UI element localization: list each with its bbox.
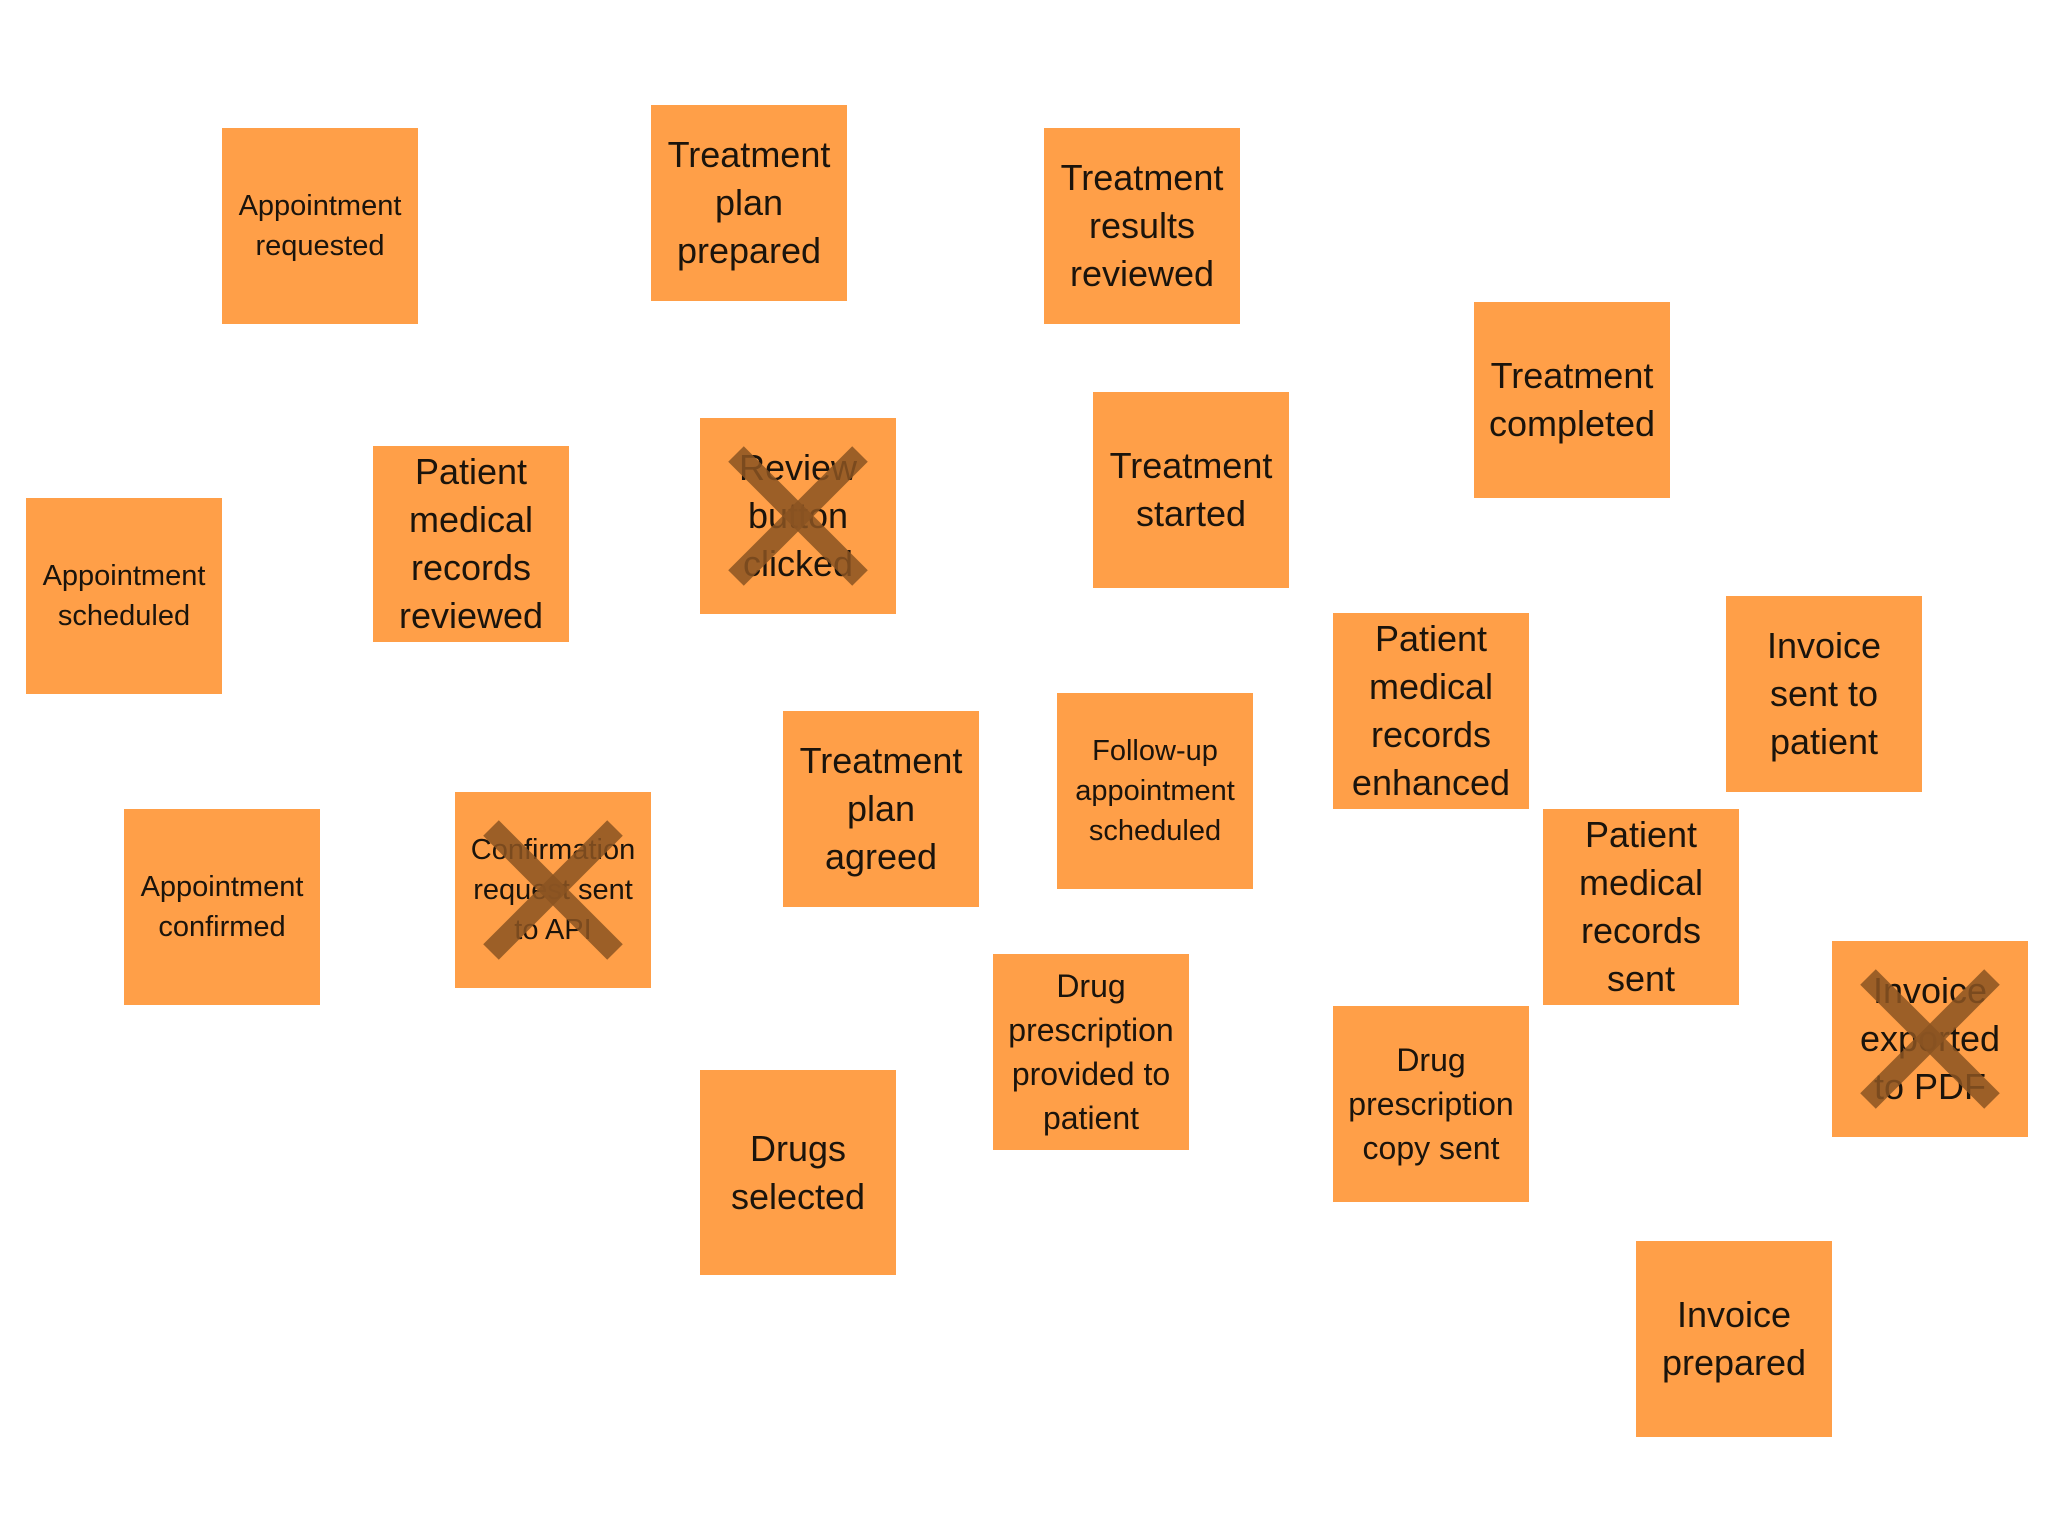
note-label: Review button clicked — [738, 447, 858, 584]
note-label: Patient medical records enhanced — [1351, 618, 1511, 803]
note-label: Appointment requested — [238, 190, 402, 262]
note-drug-prescription-copy-sent[interactable]: Drug prescription copy sent — [1333, 1006, 1529, 1202]
note-confirmation-request-sent-to-api[interactable]: Confirmation request sent to API — [455, 792, 651, 988]
note-label: Treatment plan agreed — [799, 740, 963, 877]
note-treatment-started[interactable]: Treatment started — [1093, 392, 1289, 588]
note-label: Patient medical records sent — [1578, 814, 1704, 999]
note-patient-medical-records-reviewed[interactable]: Patient medical records reviewed — [373, 446, 569, 642]
note-treatment-plan-prepared[interactable]: Treatment plan prepared — [651, 105, 847, 301]
note-label: Appointment scheduled — [42, 560, 206, 632]
note-label: Treatment plan prepared — [667, 134, 831, 271]
note-appointment-scheduled[interactable]: Appointment scheduled — [26, 498, 222, 694]
note-treatment-results-reviewed[interactable]: Treatment results reviewed — [1044, 128, 1240, 324]
note-drugs-selected[interactable]: Drugs selected — [700, 1070, 896, 1275]
note-label: Treatment completed — [1488, 355, 1656, 444]
note-label: Treatment results reviewed — [1060, 157, 1224, 294]
note-label: Appointment confirmed — [140, 871, 304, 943]
note-label: Drugs selected — [730, 1127, 866, 1217]
note-label: Invoice exported to PDF — [1859, 970, 2001, 1107]
note-label: Patient medical records reviewed — [398, 451, 544, 636]
note-treatment-plan-agreed[interactable]: Treatment plan agreed — [783, 711, 979, 907]
note-invoice-sent-to-patient[interactable]: Invoice sent to patient — [1726, 596, 1922, 792]
note-label: Drug prescription provided to patient — [1008, 968, 1174, 1136]
note-drug-prescription-provided-to-patient[interactable]: Drug prescription provided to patient — [993, 954, 1189, 1150]
note-label: Invoice prepared — [1661, 1294, 1807, 1383]
note-label: Drug prescription copy sent — [1348, 1042, 1514, 1166]
note-label: Confirmation request sent to API — [470, 834, 636, 946]
note-invoice-prepared[interactable]: Invoice prepared — [1636, 1241, 1832, 1437]
note-appointment-requested[interactable]: Appointment requested — [222, 128, 418, 324]
note-patient-medical-records-enhanced[interactable]: Patient medical records enhanced — [1333, 613, 1529, 809]
note-label: Invoice sent to patient — [1766, 625, 1882, 762]
note-appointment-confirmed[interactable]: Appointment confirmed — [124, 809, 320, 1005]
note-treatment-completed[interactable]: Treatment completed — [1474, 302, 1670, 498]
note-label: Follow-up appointment scheduled — [1075, 735, 1235, 847]
note-label: Treatment started — [1109, 445, 1273, 534]
note-follow-up-appointment-scheduled[interactable]: Follow-up appointment scheduled — [1057, 693, 1253, 889]
note-invoice-exported-to-pdf[interactable]: Invoice exported to PDF — [1832, 941, 2028, 1137]
note-review-button-clicked[interactable]: Review button clicked — [700, 418, 896, 614]
note-patient-medical-records-sent[interactable]: Patient medical records sent — [1543, 809, 1739, 1005]
